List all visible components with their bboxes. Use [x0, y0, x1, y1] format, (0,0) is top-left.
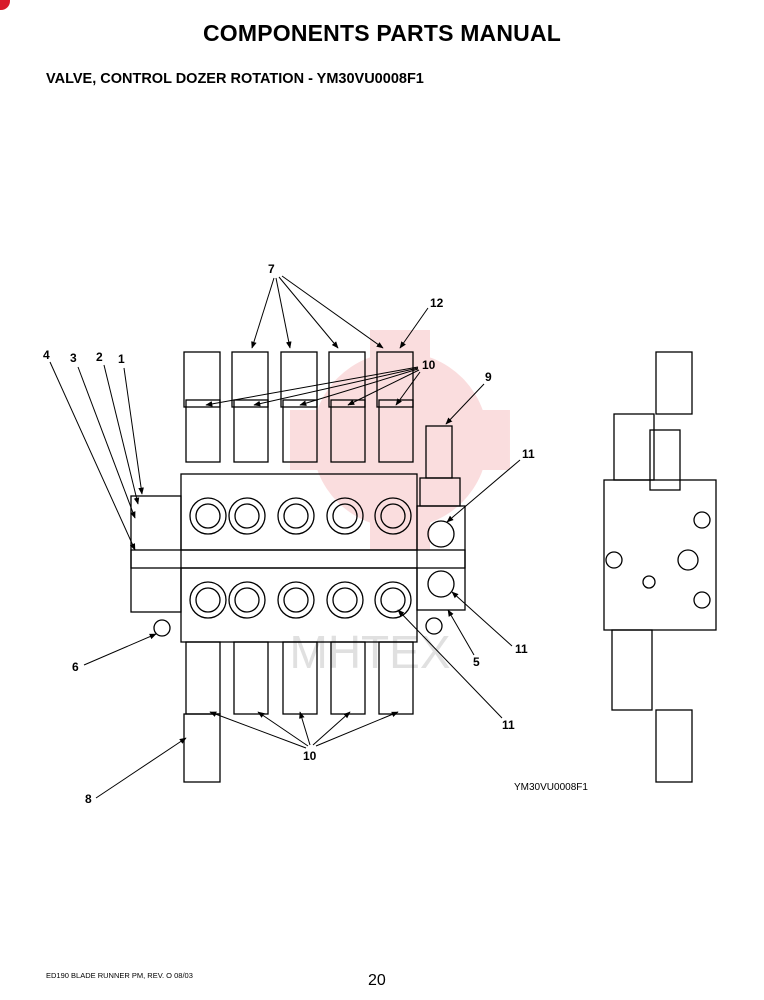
- callout-11-mid: 11: [515, 642, 528, 656]
- callout-labels: 7 12 10 9 11 4 3 2 1 6 5 11 11 10 8: [43, 262, 535, 806]
- callout-10-bottom: 10: [303, 749, 317, 763]
- figure-id: YM30VU0008F1: [514, 782, 588, 793]
- page-number: 20: [368, 972, 386, 989]
- watermark-text: MHTEX: [290, 626, 451, 678]
- valve-side-view: [603, 351, 717, 783]
- footer-document-ref: ED190 BLADE RUNNER PM, REV. O 08/03: [46, 971, 193, 980]
- callout-4: 4: [43, 348, 50, 362]
- callout-9: 9: [485, 370, 492, 384]
- callout-11-bottom: 11: [502, 718, 515, 732]
- callout-10-top: 10: [422, 358, 436, 372]
- callout-8: 8: [85, 792, 92, 806]
- callout-2: 2: [96, 350, 103, 364]
- callout-7: 7: [268, 262, 275, 276]
- callout-11-top: 11: [522, 447, 535, 461]
- corner-mark: [0, 0, 10, 10]
- valve-front-view: [130, 351, 466, 783]
- callout-3: 3: [70, 351, 77, 365]
- page-title: COMPONENTS PARTS MANUAL: [202, 20, 562, 46]
- callout-12: 12: [430, 296, 444, 310]
- callout-5: 5: [473, 655, 480, 669]
- leader-lines: [49, 275, 521, 799]
- section-title: VALVE, CONTROL DOZER ROTATION - YM30VU00…: [46, 71, 424, 87]
- callout-1: 1: [118, 352, 125, 366]
- watermark-gear: [290, 330, 510, 550]
- callout-6: 6: [72, 660, 79, 674]
